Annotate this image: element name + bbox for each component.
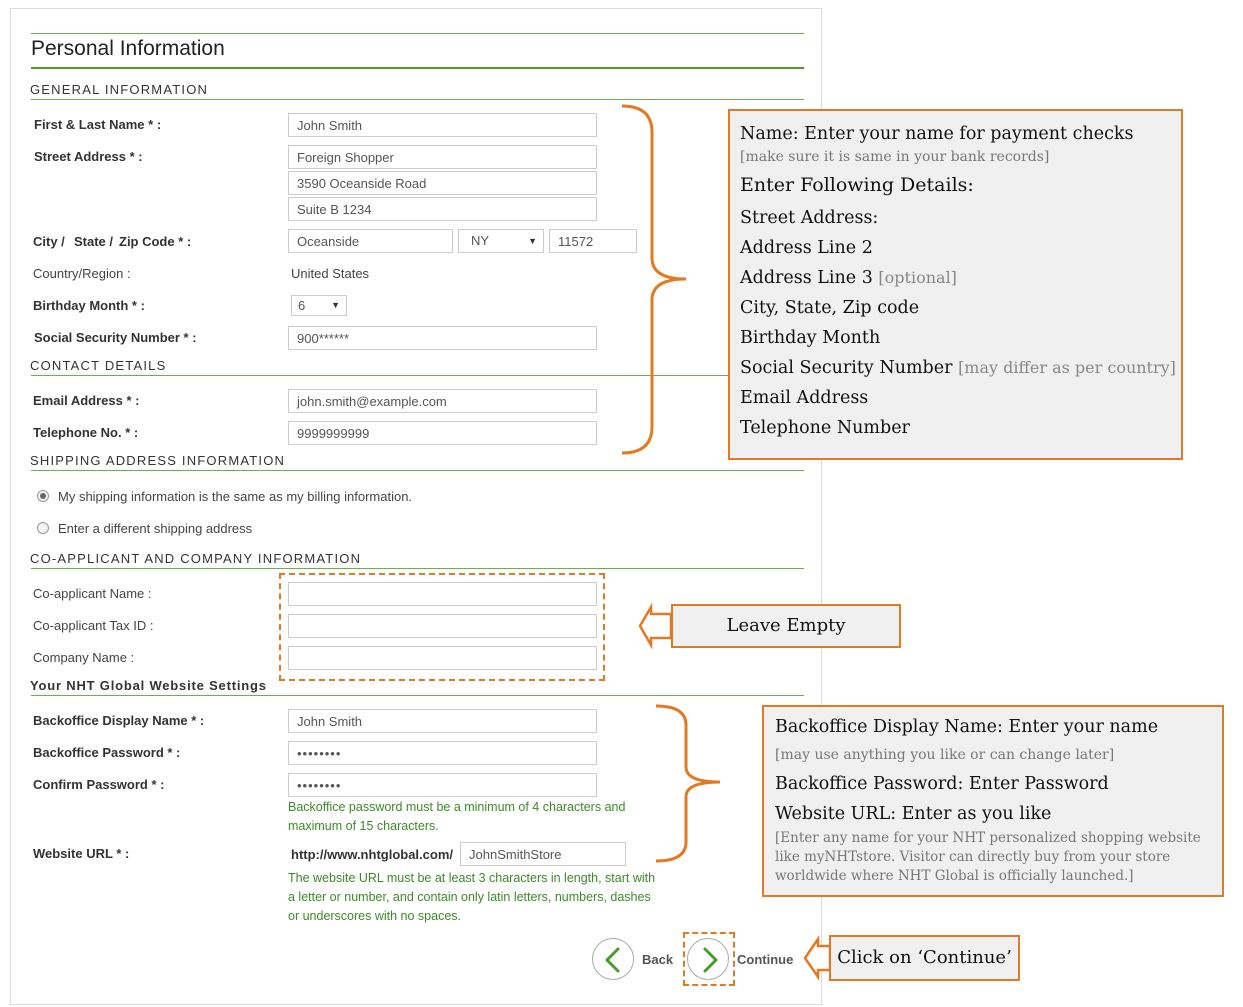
continue-button[interactable] — [687, 938, 729, 980]
note-item-ssn: Social Security Number [may differ as pe… — [740, 353, 1181, 383]
section-rule — [31, 568, 804, 569]
section-rule — [31, 470, 804, 471]
annotation-personal-details: Name: Enter your name for payment checks… — [728, 109, 1183, 460]
coapplicant-tax-label: Co-applicant Tax ID : — [33, 618, 154, 633]
dropdown-arrow-icon: ▼ — [331, 300, 340, 310]
coapplicant-highlight — [279, 573, 605, 681]
city-label: City / — [33, 234, 65, 249]
street-line1-input[interactable]: Foreign Shopper — [288, 145, 597, 169]
radio-same-shipping[interactable] — [37, 490, 49, 502]
chevron-right-icon — [703, 947, 718, 973]
note-website-url: Website URL: Enter as you like — [775, 804, 1052, 824]
back-label[interactable]: Back — [642, 952, 674, 967]
zip-input[interactable]: 11572 — [549, 229, 637, 253]
street-line3-input[interactable]: Suite B 1234 — [288, 197, 597, 221]
section-heading-general: GENERAL INFORMATION — [30, 82, 209, 97]
company-name-label: Company Name : — [33, 650, 135, 665]
dropdown-arrow-icon: ▼ — [528, 236, 537, 246]
note-details-heading: Enter Following Details: — [740, 174, 974, 196]
radio-different-shipping-label: Enter a different shipping address — [58, 521, 253, 536]
note-optional: [optional] — [878, 268, 957, 287]
coapplicant-tax-input[interactable] — [288, 614, 597, 638]
continue-highlight — [683, 932, 735, 986]
page-title: Personal Information — [31, 37, 225, 60]
state-label: State / — [74, 234, 114, 249]
section-heading-contact: CONTACT DETAILS — [30, 358, 167, 373]
back-button[interactable] — [592, 938, 634, 980]
coapplicant-name-input[interactable] — [288, 582, 597, 606]
password-help-text: Backoffice password must be a minimum of… — [288, 800, 626, 833]
password-input[interactable]: •••••••• — [288, 741, 597, 765]
note-item: Telephone Number — [740, 418, 910, 438]
website-url-prefix: http://www.nhtglobal.com/ — [291, 847, 453, 862]
section-heading-website: Your NHT Global Website Settings — [30, 678, 267, 693]
note-item: Address Line 3 — [740, 268, 873, 288]
confirm-password-input[interactable]: •••••••• — [288, 773, 597, 797]
section-rule — [31, 375, 804, 376]
company-name-input[interactable] — [288, 646, 597, 670]
section-heading-coapplicant: CO-APPLICANT AND COMPANY INFORMATION — [30, 551, 362, 566]
country-label: Country/Region : — [33, 266, 131, 281]
email-label: Email Address * : — [33, 393, 140, 408]
coapplicant-name-label: Co-applicant Name : — [33, 586, 152, 601]
note-item: Address Line 2 — [740, 238, 873, 258]
note-display-name: Backoffice Display Name: Enter your name — [775, 717, 1159, 737]
name-label: First & Last Name * : — [34, 117, 162, 132]
form-panel: Personal Information GENERAL INFORMATION… — [10, 8, 822, 1005]
street-label: Street Address * : — [34, 149, 143, 164]
ssn-input[interactable]: 900****** — [288, 326, 597, 350]
display-name-input[interactable]: John Smith — [288, 709, 597, 733]
zip-label: Zip Code * : — [119, 234, 192, 249]
note-item: Email Address — [740, 388, 869, 408]
name-input[interactable]: John Smith — [288, 113, 597, 137]
title-bottom-rule — [31, 67, 804, 69]
phone-label: Telephone No. * : — [33, 425, 139, 440]
note-password: Backoffice Password: Enter Password — [775, 774, 1109, 794]
note-item: City, State, Zip code — [740, 298, 920, 318]
annotation-click-continue: Click on ‘Continue’ — [829, 935, 1020, 981]
annotation-website-settings: Backoffice Display Name: Enter your name… — [762, 705, 1224, 897]
note-display-subline: [may use anything you like or can change… — [775, 747, 1115, 763]
continue-label[interactable]: Continue — [737, 952, 794, 967]
birthday-select[interactable]: 6 ▼ — [291, 295, 347, 316]
email-input[interactable]: john.smith@example.com — [288, 389, 597, 413]
note-country: [may differ as per country] — [958, 358, 1176, 377]
website-url-help-text: The website URL must be at least 3 chara… — [288, 871, 656, 923]
confirm-password-label: Confirm Password * : — [33, 777, 165, 792]
city-input[interactable]: Oceanside — [288, 229, 453, 253]
phone-input[interactable]: 9999999999 — [288, 421, 597, 445]
section-heading-shipping: SHIPPING ADDRESS INFORMATION — [30, 453, 286, 468]
note-website-subline: [Enter any name for your NHT personalize… — [775, 830, 1201, 884]
birthday-value: 6 — [298, 298, 306, 313]
section-rule — [31, 695, 804, 696]
section-rule — [31, 99, 804, 100]
ssn-label: Social Security Number * : — [34, 330, 197, 345]
note-item: Social Security Number — [740, 358, 953, 378]
birthday-label: Birthday Month * : — [33, 298, 145, 313]
street-line2-input[interactable]: 3590 Oceanside Road — [288, 171, 597, 195]
country-value: United States — [291, 266, 370, 281]
radio-same-shipping-label: My shipping information is the same as m… — [58, 489, 413, 504]
note-item: Street Address: — [740, 208, 879, 228]
state-select[interactable]: NY ▼ — [458, 229, 544, 253]
note-name-subline: [make sure it is same in your bank recor… — [740, 149, 1050, 165]
note-item-line3: Address Line 3 [optional] — [740, 263, 1181, 293]
password-label: Backoffice Password * : — [33, 745, 181, 760]
website-url-label: Website URL * : — [33, 846, 130, 861]
chevron-left-icon — [605, 947, 620, 973]
radio-different-shipping[interactable] — [37, 522, 49, 534]
state-value: NY — [471, 233, 490, 248]
note-name-line: Name: Enter your name for payment checks — [740, 124, 1134, 144]
display-name-label: Backoffice Display Name * : — [33, 713, 205, 728]
note-item: Birthday Month — [740, 328, 881, 348]
annotation-leave-empty: Leave Empty — [671, 604, 901, 648]
website-url-input[interactable]: JohnSmithStore — [460, 842, 626, 866]
title-top-rule — [31, 33, 804, 34]
